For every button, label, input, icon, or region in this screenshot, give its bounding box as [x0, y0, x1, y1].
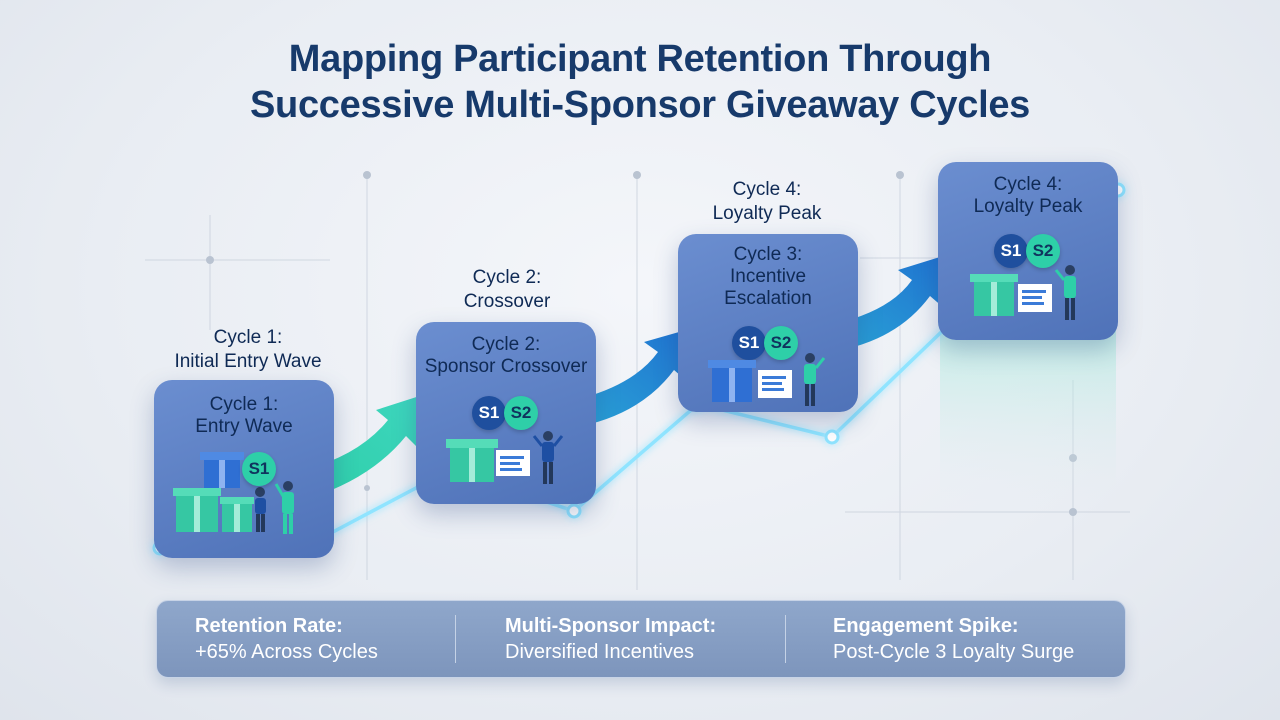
- sponsor-badge-s2: S2: [764, 326, 798, 360]
- sponsor-badge-s2: S2: [1026, 234, 1060, 268]
- stat-value: Diversified Incentives: [505, 641, 694, 663]
- title-line-2: Successive Multi-Sponsor Giveaway Cycles: [249, 84, 1030, 126]
- stat-label: Multi-Sponsor Impact:: [505, 615, 717, 637]
- title-line-1: Mapping Participant Retention Through: [288, 38, 992, 80]
- sponsor-badge-s1: S1: [242, 452, 276, 486]
- stat-label: Retention Rate:: [195, 615, 343, 637]
- cycle-2-card-title: Cycle 2: Sponsor Crossover: [424, 334, 588, 377]
- sponsor-badge-s2: S2: [504, 396, 538, 430]
- cycle-3-card-title: Cycle 3: Incentive Escalation: [724, 244, 812, 309]
- stat-label: Engagement Spike:: [833, 615, 1019, 637]
- cycle-4-card: Cycle 4: Loyalty Peak S1 S2: [938, 162, 1118, 340]
- gift-icon: [446, 431, 564, 484]
- cycle-1-card: Cycle 1: Entry Wave S1: [154, 380, 334, 558]
- stat-multi-sponsor-impact: Multi-Sponsor Impact: Diversified Incent…: [505, 613, 716, 669]
- cycle-3-card: Cycle 3: Incentive Escalation S1 S2: [678, 234, 858, 412]
- cycle-1-card-title: Cycle 1: Entry Wave: [195, 394, 293, 437]
- cycle-2-heading: Cycle 2: Crossover: [463, 267, 551, 312]
- gift-icon: [173, 452, 254, 532]
- sponsor-badge-s1: S1: [732, 326, 766, 360]
- summary-panel: Retention Rate: +65% Across Cycles Multi…: [156, 600, 1126, 678]
- cycle-2-card: Cycle 2: Sponsor Crossover S1 S2: [416, 322, 596, 504]
- stat-retention-rate: Retention Rate: +65% Across Cycles: [195, 613, 378, 669]
- sponsor-badge-s1: S1: [472, 396, 506, 430]
- gift-icon: [970, 265, 1076, 320]
- cycle-3-heading: Cycle 4: Loyalty Peak: [712, 179, 822, 224]
- cycle-4-card-title: Cycle 4: Loyalty Peak: [973, 174, 1083, 217]
- arrow-icon: [566, 326, 700, 428]
- stat-value: +65% Across Cycles: [195, 641, 378, 663]
- divider: [455, 615, 456, 663]
- page-title: Mapping Participant Retention Through Su…: [0, 36, 1280, 128]
- stat-value: Post-Cycle 3 Loyalty Surge: [833, 641, 1075, 663]
- sponsor-badge-s1: S1: [994, 234, 1028, 268]
- divider: [785, 615, 786, 663]
- stat-engagement-spike: Engagement Spike: Post-Cycle 3 Loyalty S…: [833, 613, 1074, 669]
- arrow-icon: [304, 392, 432, 498]
- gift-icon: [708, 353, 826, 406]
- cycle-1-heading: Cycle 1: Initial Entry Wave: [174, 327, 322, 372]
- person-icon: [255, 481, 294, 534]
